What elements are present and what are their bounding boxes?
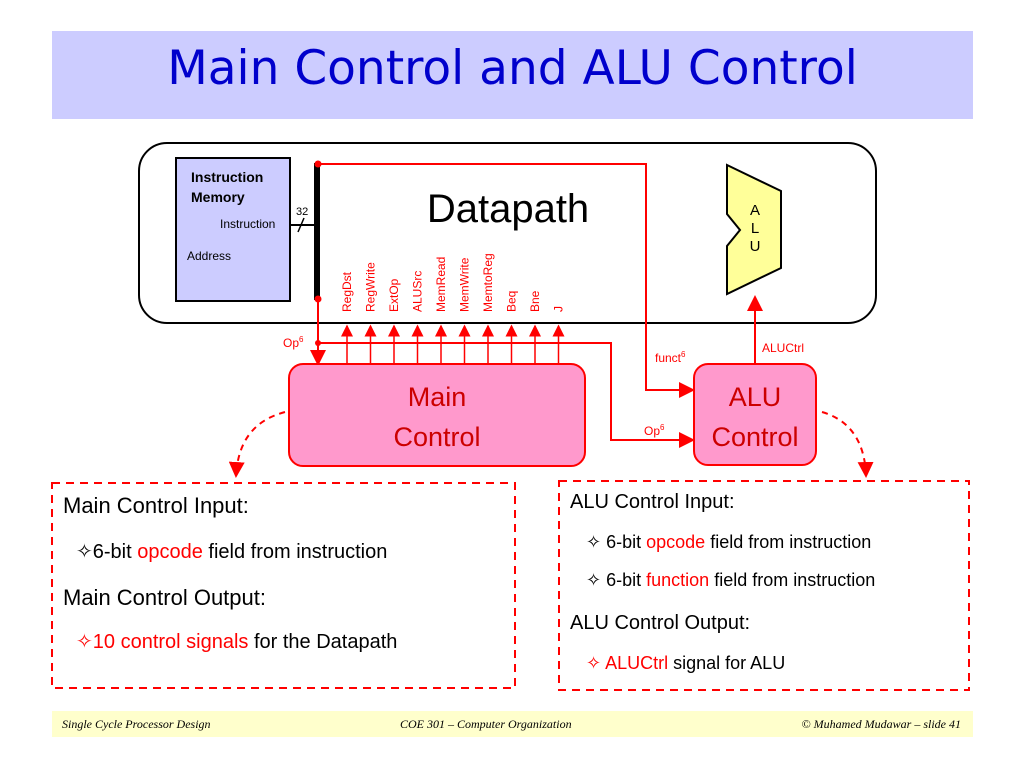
aluctrl-label: ALUCtrl [762,341,804,355]
signal-label-memread: MemRead [434,257,448,312]
signal-label-beq: Beq [505,291,519,312]
signal-label-regwrite: RegWrite [364,262,378,312]
alu-letter-u: U [750,238,761,255]
datapath-frame [138,142,877,324]
bullet-icon: ✧ [76,541,93,563]
bullet-icon: ✧ [76,631,93,653]
alu-letter-l: L [751,220,759,237]
alu-shape [726,163,782,296]
alu-input-item-function: ✧ 6-bit function field from instruction [586,570,876,590]
main-description-box [51,482,516,689]
slide-footer: Single Cycle Processor Design COE 301 – … [52,711,973,737]
memory-address-label: Address [187,249,231,263]
bullet-icon: ✧ [586,570,602,590]
datapath-label: Datapath [427,187,589,231]
bullet-icon: ✧ [586,532,602,552]
op-main-label: Op6 [283,335,304,350]
signal-label-regdst: RegDst [340,271,354,312]
alu-callout-curve [821,411,874,478]
main-control-line1: Main [408,382,467,412]
alu-output-item: ✧ ALUCtrl signal for ALU [586,653,786,673]
instruction-memory-box [175,157,291,302]
signal-label-memtoreg: MemtoReg [481,253,495,312]
bullet-icon: ✧ [586,653,602,673]
signal-label-memwrite: MemWrite [458,257,472,312]
op-alu-label: Op6 [644,423,665,438]
bus-width-label: 32 [296,206,308,218]
funct-wire [318,163,695,398]
alu-control-line2: Control [711,422,798,452]
main-control-line2: Control [393,422,480,452]
main-output-heading: Main Control Output: [63,585,266,610]
main-control-box [288,363,586,467]
signal-label-alusrc: ALUSrc [411,271,425,312]
alu-control-line1: ALU [729,382,782,412]
alu-input-heading: ALU Control Input: [570,491,735,513]
footer-right: © Muhamed Mudawar – slide 41 [801,717,961,731]
memory-title-line2: Memory [191,189,245,205]
main-input-heading: Main Control Input: [63,493,249,518]
alu-control-box [693,363,817,466]
footer-left: Single Cycle Processor Design [62,717,211,731]
control-signal-group: RegDst RegWrite ExtOp ALUSrc MemRead MemWrite… [340,253,566,364]
signal-label-extop: ExtOp [387,278,401,312]
alu-letter-a: A [750,202,760,219]
alu-description-box [558,480,970,691]
main-output-item: ✧10 control signals for the Datapath [76,631,398,653]
alu-input-item-opcode: ✧ 6-bit opcode field from instruction [586,532,872,552]
alu-output-heading: ALU Control Output: [570,612,751,634]
memory-instruction-label: Instruction [220,217,275,231]
footer-center: COE 301 – Computer Organization [400,717,572,731]
funct-label: funct6 [655,350,686,365]
signal-label-bne: Bne [528,290,542,312]
title-bar: Main Control and ALU Control [52,31,973,119]
main-callout-curve [228,411,286,478]
main-input-item: ✧6-bit opcode field from instruction [76,541,388,563]
signal-label-j: J [552,306,566,312]
slide-title: Main Control and ALU Control [167,41,858,96]
bus-width-slash [297,217,305,233]
memory-title-line1: Instruction [191,169,263,185]
